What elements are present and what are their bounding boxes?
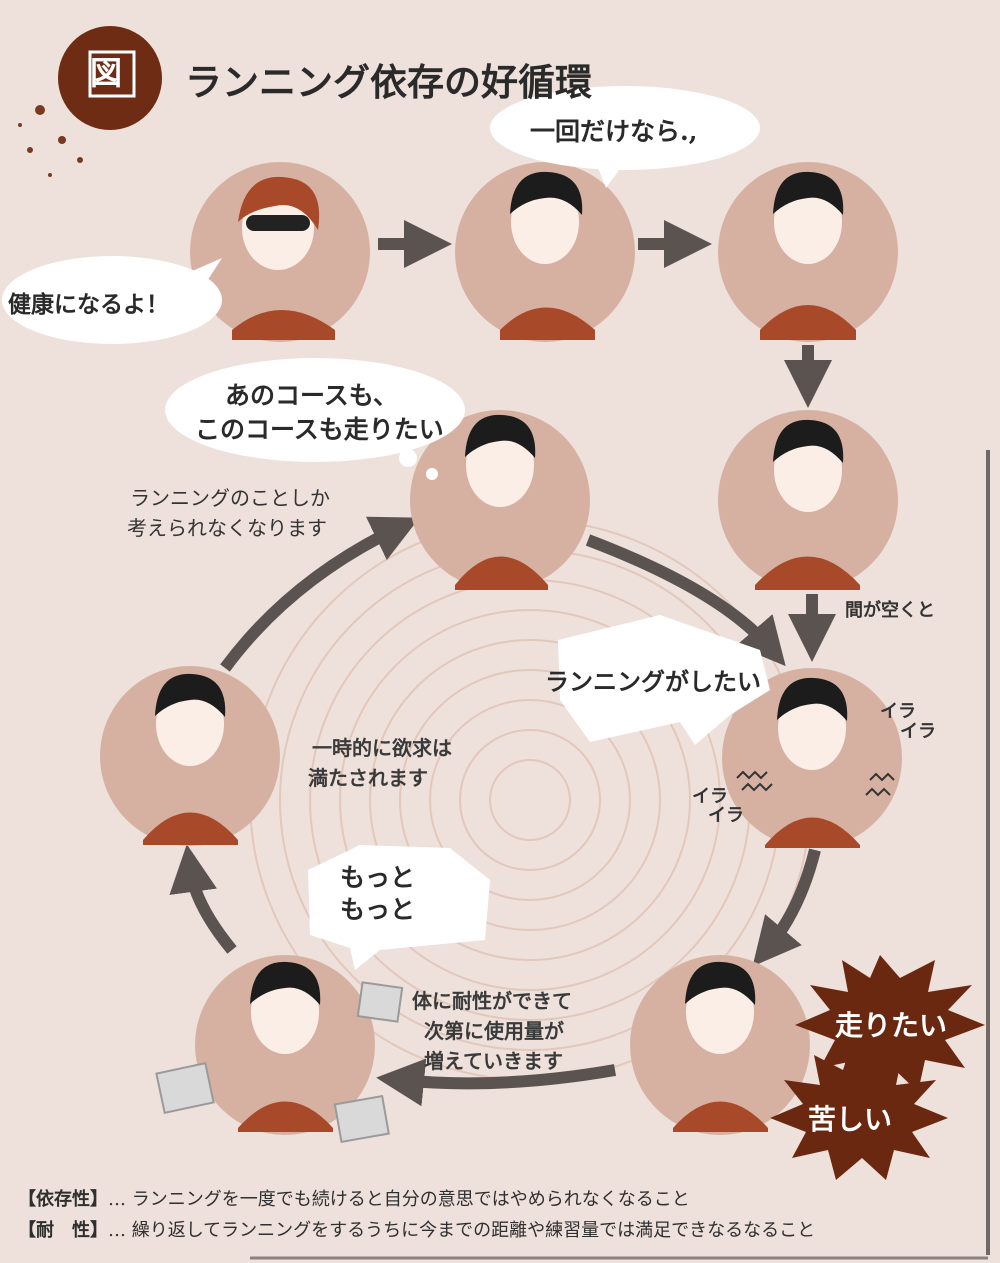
header-badge: 図 [90, 54, 123, 92]
note-satisfied-line2: 満たされます [308, 766, 428, 790]
badge-splatter [18, 26, 162, 177]
note-tolerance-line1: 体に耐性ができて [412, 989, 572, 1013]
definition-tolerance: 【耐 性】… 繰り返してランニングをするうちに今までの距離や練習量では満足できな… [18, 1216, 815, 1242]
bubble-want-courses-line1: あのコースも、 [225, 381, 399, 410]
bubble-healthy: 健康になるよ！ [8, 291, 169, 318]
note-tolerance-line3: 増えていきます [424, 1049, 563, 1073]
figure-person-6 [143, 673, 238, 845]
bubble-want-to-run: ランニングがしたい [545, 667, 761, 696]
course-cards [155, 981, 404, 1144]
speech-bubbles [2, 86, 770, 970]
figure-person-3 [755, 419, 860, 590]
note-satisfied-line1: 一時的に欲求は [312, 736, 452, 760]
note-only-running-line1: ランニングのことしか [130, 486, 330, 510]
note-after-gap: 間が空くと [845, 600, 935, 621]
figure-person-5 [765, 677, 860, 848]
irritation-label-2: イラ [900, 721, 936, 742]
page-title: ランニング依存の好循環 [185, 60, 592, 104]
bubble-want-courses-line2: このコースも走りたい [195, 415, 444, 444]
irritation-label-1: イラ [880, 701, 916, 722]
figure-person-8 [238, 961, 333, 1132]
figure-person-2 [760, 171, 856, 340]
note-only-running-line2: 考えられなくなります [127, 516, 327, 540]
bubble-more-line2: もっと [340, 895, 416, 924]
figure-person-7 [673, 961, 768, 1132]
definition-dependence: 【依存性】… ランニングを一度でも続けると自分の意思ではやめられなくなること [18, 1185, 690, 1211]
bubble-more-line1: もっと [340, 863, 416, 892]
definition-dependence-text: … ランニングを一度でも続けると自分の意思ではやめられなくなること [108, 1189, 690, 1210]
irritation-label-3: イラ [692, 786, 728, 807]
burst-want-run: 走りたい [835, 1009, 948, 1042]
arrows-cycle [169, 516, 821, 1107]
bubble-just-once: 一回だけなら., [530, 117, 698, 146]
burst-painful-shape [770, 1048, 948, 1180]
figure-person-4 [455, 414, 548, 590]
irritation-squiggles [736, 770, 895, 797]
figure-person-1 [500, 171, 595, 340]
definition-tolerance-text: … 繰り返してランニングをするうちに今までの距離や練習量では満足できなるなること [108, 1220, 816, 1241]
burst-painful: 苦しい [808, 1103, 893, 1136]
burst-want-run-shape [795, 955, 985, 1092]
definition-tolerance-term: 【耐 性】 [18, 1220, 108, 1241]
arrows-top [378, 220, 836, 662]
irritation-label-4: イラ [708, 805, 744, 826]
note-tolerance-line2: 次第に使用量が [424, 1019, 564, 1043]
figure-friend [232, 176, 335, 340]
definition-dependence-term: 【依存性】 [18, 1189, 108, 1210]
